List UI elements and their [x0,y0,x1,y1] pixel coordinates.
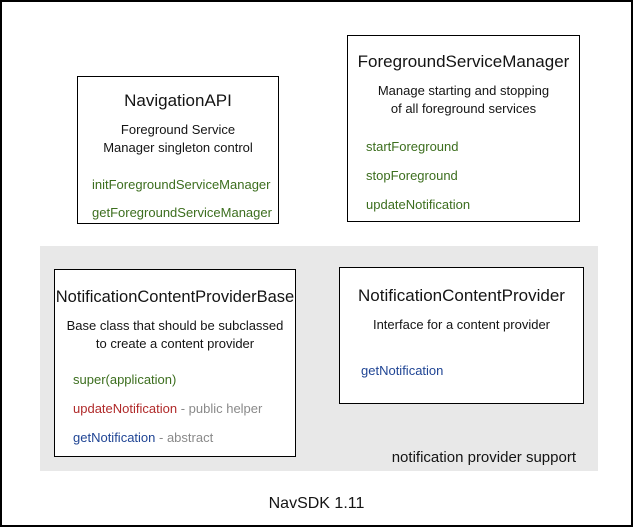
class-description-line: Foreground Service [120,122,236,137]
diagram-caption: NavSDK 1.11 [268,495,365,512]
class-title: NotificationContentProviderBase [55,288,295,306]
class-description-line: Manager singleton control [103,140,253,155]
class-title: ForegroundServiceManager [357,52,570,71]
class-description-line: of all foreground services [390,101,537,116]
class-title: NotificationContentProvider [358,286,565,305]
method-name: super(application) [73,372,177,387]
class-description: Interface for a content provider [340,316,583,334]
method-label: updateNotification [366,197,471,212]
class-box-foreground-service-manager: ForegroundServiceManager Manage starting… [347,35,580,222]
method-label: startForeground [366,139,459,154]
method-label: updateNotification - public helper [73,401,295,416]
class-description: Base class that should be subclassed to … [55,317,295,353]
class-description-line: to create a content provider [95,336,255,351]
method-label: super(application) [73,372,295,387]
group-label: notification provider support [391,449,576,466]
method-list: getNotification [361,363,583,378]
class-title: NavigationAPI [124,91,232,110]
class-description-line: Manage starting and stopping [377,83,550,98]
method-label: initForegroundServiceManager [92,177,271,192]
method-annotation: - public helper [177,401,263,416]
method-list: startForeground stopForeground updateNot… [366,139,579,212]
method-label: getForegroundServiceManager [92,205,272,220]
class-description-line: Base class that should be subclassed [66,318,284,333]
class-box-notification-content-provider: NotificationContentProvider Interface fo… [339,267,584,404]
method-list: initForegroundServiceManager getForegrou… [92,177,278,220]
method-list: super(application) updateNotification - … [73,372,295,445]
class-description-line: Interface for a content provider [372,317,551,332]
method-name: updateNotification [73,401,178,416]
class-box-navigation-api: NavigationAPI Foreground Service Manager… [77,76,279,224]
method-label: getNotification [361,363,444,378]
method-annotation: - abstract [155,430,214,445]
method-name: getNotification [73,430,156,445]
notification-provider-group: NotificationContentProviderBase Base cla… [40,246,598,471]
class-description: Manage starting and stopping of all fore… [348,82,579,118]
method-label: getNotification - abstract [73,430,295,445]
class-description: Foreground Service Manager singleton con… [78,121,278,157]
class-box-notification-content-provider-base: NotificationContentProviderBase Base cla… [54,269,296,457]
method-label: stopForeground [366,168,458,183]
